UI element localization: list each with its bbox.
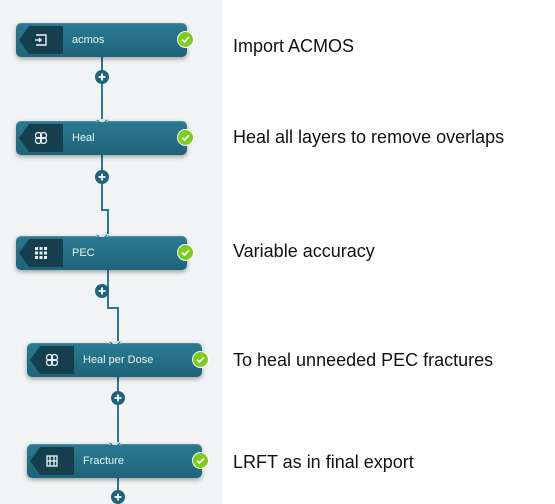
check-icon <box>178 245 193 260</box>
plus-icon <box>114 394 122 402</box>
pec-grid-icon <box>19 239 63 267</box>
note-lrft-export: LRFT as in final export <box>233 452 414 472</box>
plus-icon <box>98 173 106 181</box>
note-import-acmos: Import ACMOS <box>233 36 355 56</box>
collapse-chevron-icon <box>93 229 110 237</box>
node-label: Fracture <box>83 455 124 467</box>
check-icon <box>193 352 208 367</box>
check-icon <box>178 32 193 47</box>
node-label: Heal <box>72 132 95 144</box>
fracture-icon <box>30 447 74 475</box>
plus-icon <box>98 73 106 81</box>
node-label: PEC <box>72 247 95 259</box>
add-step-button[interactable] <box>111 490 125 504</box>
add-step-button[interactable] <box>111 391 125 405</box>
collapse-chevron-icon <box>106 336 123 344</box>
node-label: Heal per Dose <box>83 354 154 366</box>
node-fracture[interactable]: Fracture <box>27 442 208 478</box>
collapse-chevron-icon <box>93 114 110 122</box>
node-pec[interactable]: PEC <box>16 234 193 270</box>
heal-icon <box>30 346 74 374</box>
plus-icon <box>114 493 122 501</box>
collapse-chevron-icon <box>106 437 123 445</box>
plus-icon <box>98 287 106 295</box>
note-variable-accuracy: Variable accuracy <box>233 241 375 261</box>
check-icon <box>178 130 193 145</box>
add-step-button[interactable] <box>95 284 109 298</box>
node-heal-per-dose[interactable]: Heal per Dose <box>27 341 208 377</box>
note-heal-layers: Heal all layers to remove overlaps <box>233 127 505 147</box>
add-step-button[interactable] <box>95 70 109 84</box>
node-heal[interactable]: Heal <box>16 119 193 155</box>
import-icon <box>19 26 63 54</box>
note-heal-pec-fractures: To heal unneeded PEC fractures <box>233 350 494 370</box>
heal-icon <box>19 124 63 152</box>
node-label: acmos <box>72 34 105 46</box>
add-step-button[interactable] <box>95 170 109 184</box>
check-icon <box>193 453 208 468</box>
node-import[interactable]: acmos <box>16 23 193 57</box>
